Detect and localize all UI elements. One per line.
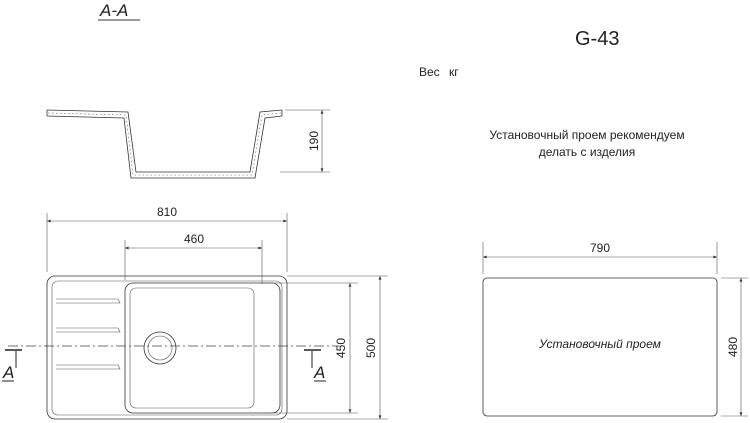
total-width-value: 810 — [157, 205, 177, 219]
note-line-1: Установочный проем рекомендуем — [489, 128, 684, 142]
total-length-dimension: 500 — [287, 275, 388, 420]
depth-value: 190 — [307, 131, 321, 151]
cutout-label: Установочный проем — [538, 337, 661, 351]
weight-label: Вес — [419, 65, 440, 79]
cutout-width-dimension: 790 — [482, 241, 718, 274]
sink-cross-section — [46, 109, 283, 179]
cutout-length-value: 480 — [726, 337, 740, 357]
cutout-width-value: 790 — [590, 241, 610, 255]
total-width-dimension: 810 — [46, 205, 288, 272]
bowl-length-value: 450 — [334, 338, 348, 358]
section-marker-right: A — [304, 349, 326, 382]
drain-hole — [143, 331, 177, 365]
note-line-2: делать с изделия — [539, 145, 636, 159]
cutout-length-dimension: 480 — [721, 277, 748, 417]
bowl-width-value: 460 — [184, 232, 204, 246]
weight-unit: кг — [449, 65, 459, 79]
bowl-length-dimension: 450 — [262, 282, 358, 414]
section-title: A-A — [99, 1, 128, 20]
model-name: G-43 — [575, 28, 619, 50]
bowl-width-dimension: 460 — [124, 232, 263, 284]
cutout-drawing: Установочный проем — [482, 277, 718, 417]
total-length-value: 500 — [364, 338, 378, 358]
section-marker-left-label: A — [2, 363, 14, 382]
section-marker-right-label: A — [313, 363, 325, 382]
depth-dimension: 190 — [280, 109, 330, 173]
sink-top-view — [46, 275, 288, 420]
section-marker-left: A — [2, 349, 22, 382]
